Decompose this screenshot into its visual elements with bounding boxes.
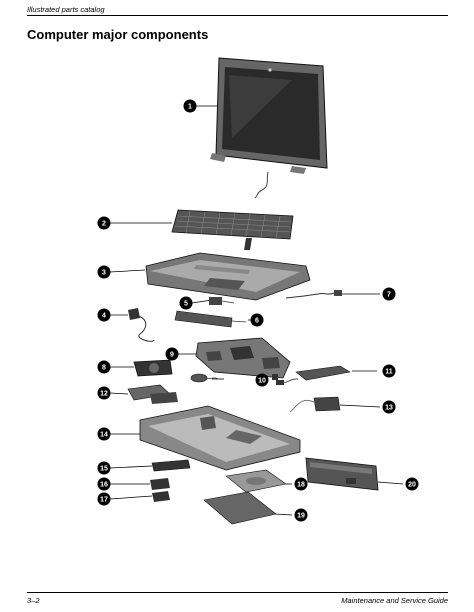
- callout-label-9: 9: [170, 352, 174, 359]
- keyboard: [171, 209, 294, 250]
- callout-circle-5: [179, 296, 193, 310]
- power-connector-cable: [128, 308, 155, 342]
- callout-circle-19: [294, 508, 308, 522]
- usb-audio-board: [276, 365, 351, 385]
- callout-circle-20: [405, 477, 419, 491]
- callout-label-5: 5: [184, 301, 188, 308]
- callout-circle-4: [97, 308, 111, 322]
- display-assembly: [210, 57, 328, 199]
- callout-label-18: 18: [297, 482, 305, 489]
- callout-circle-14: [97, 427, 111, 441]
- callout-label-20: 20: [408, 482, 416, 489]
- guide-title: Maintenance and Service Guide: [341, 596, 448, 605]
- callout-label-2: 2: [102, 221, 106, 228]
- callout-circle-8: [97, 360, 111, 374]
- callout-label-15: 15: [100, 466, 108, 473]
- fan: [133, 359, 173, 377]
- callout-label-11: 11: [385, 369, 393, 376]
- running-header: Illustrated parts catalog: [27, 5, 105, 14]
- callout-circle-6: [250, 313, 264, 327]
- memory-module-cover: [150, 478, 170, 490]
- callout-circle-10: [255, 373, 269, 387]
- base-enclosure: [139, 405, 301, 471]
- callout-label-1: 1: [188, 104, 192, 111]
- rtc-battery: [190, 373, 219, 383]
- callout-circle-9: [165, 347, 179, 361]
- hard-drive-cover: [203, 491, 277, 525]
- led-board-cable: [285, 290, 342, 299]
- callout-circle-18: [294, 477, 308, 491]
- callout-label-8: 8: [102, 365, 106, 372]
- memory-module: [151, 459, 191, 472]
- page-number: 3–2: [27, 596, 40, 605]
- footer-rule: [27, 592, 448, 593]
- hard-drive: [225, 469, 287, 493]
- touchpad-button-board: [174, 310, 247, 328]
- callout-label-3: 3: [102, 270, 106, 277]
- callout-circle-1: [183, 99, 197, 113]
- callout-circle-2: [97, 216, 111, 230]
- callout-circle-11: [382, 364, 396, 378]
- callout-circle-17: [97, 492, 111, 506]
- callout-label-14: 14: [100, 432, 108, 439]
- callout-circle-12: [97, 386, 111, 400]
- power-button-board: [209, 297, 235, 305]
- system-board: [195, 337, 291, 380]
- callout-label-4: 4: [102, 313, 106, 320]
- heat-sink: [127, 384, 178, 404]
- wlan-module: [289, 396, 341, 413]
- callout-label-13: 13: [385, 405, 393, 412]
- header-rule: [27, 15, 448, 16]
- callout-circle-3: [97, 265, 111, 279]
- page-title: Computer major components: [27, 27, 209, 42]
- callout-circle-13: [382, 400, 396, 414]
- callout-label-17: 17: [100, 497, 108, 504]
- top-cover: [145, 252, 311, 301]
- callout-circle-16: [97, 477, 111, 491]
- callout-label-10: 10: [258, 378, 266, 385]
- battery: [305, 457, 379, 491]
- wlan-module-cover: [152, 491, 170, 502]
- callout-label-7: 7: [387, 292, 391, 299]
- callout-circle-15: [97, 461, 111, 475]
- callout-circle-7: [382, 287, 396, 301]
- callout-label-19: 19: [297, 513, 305, 520]
- callout-label-12: 12: [100, 391, 108, 398]
- callout-label-6: 6: [255, 318, 259, 325]
- callout-label-16: 16: [100, 482, 108, 489]
